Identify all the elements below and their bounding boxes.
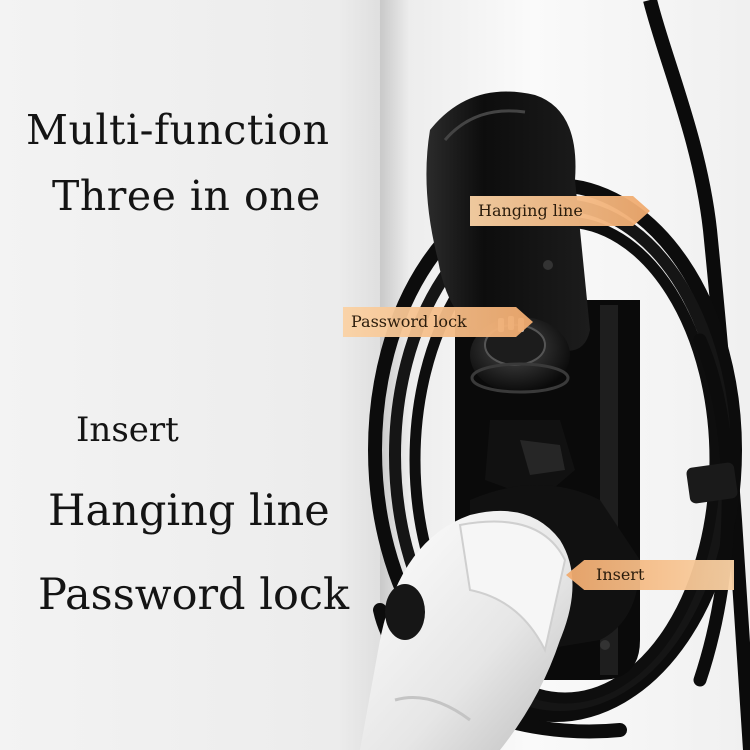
headline-line-2: Three in one — [52, 172, 321, 220]
callout-insert: Insert — [566, 560, 734, 590]
callout-insert-label: Insert — [596, 565, 645, 584]
feature-hanging-line: Hanging line — [48, 486, 330, 536]
callout-hanging-line: Hanging line — [470, 196, 650, 226]
callout-password-lock: Password lock — [343, 307, 533, 337]
headline-line-1: Multi-function — [26, 106, 330, 154]
callout-hanging-line-label: Hanging line — [478, 201, 583, 220]
plug-button — [385, 584, 425, 640]
cable-strap — [686, 462, 738, 504]
feature-insert: Insert — [76, 410, 179, 450]
callout-password-lock-label: Password lock — [351, 312, 467, 331]
feature-password-lock: Password lock — [38, 570, 349, 620]
